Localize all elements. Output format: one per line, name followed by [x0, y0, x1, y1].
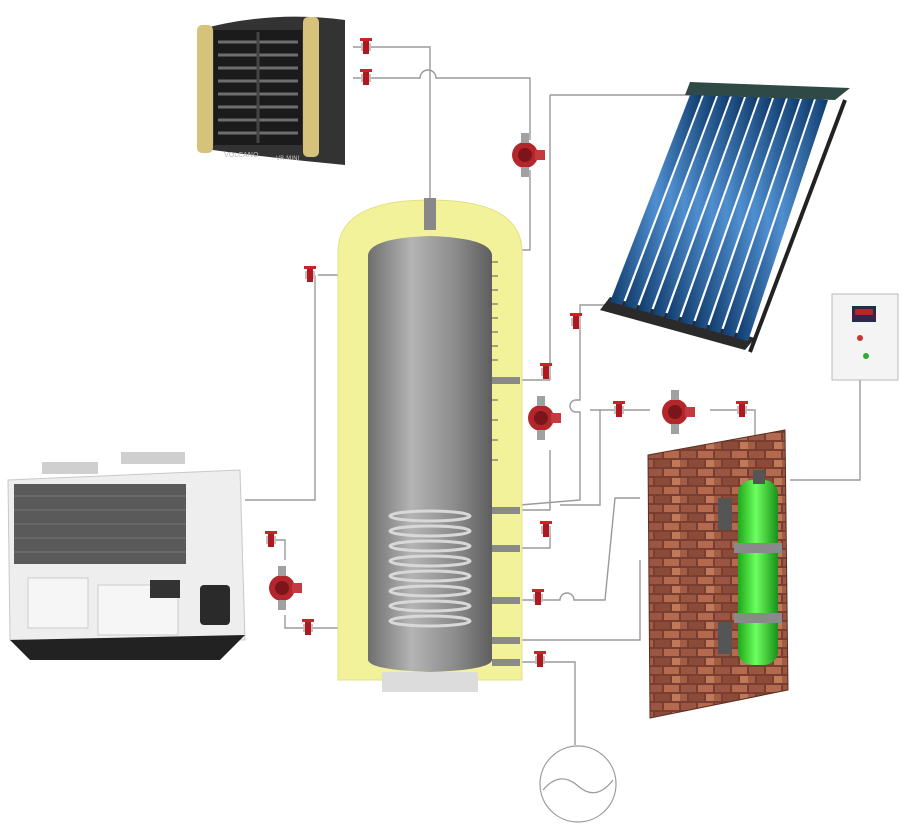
electric-boiler — [718, 470, 782, 665]
pump-solar-circuit — [528, 396, 561, 440]
tank-connections — [492, 377, 520, 666]
pipe-network — [245, 46, 861, 745]
fan-heater-brand: VOLCANO — [224, 151, 259, 159]
pump-boiler-circuit — [662, 390, 695, 434]
valve-heater-return — [360, 69, 372, 85]
heat-pump — [7, 452, 246, 660]
valve-boiler-right — [736, 401, 748, 417]
fan-heater-model: VR MINI — [276, 155, 300, 162]
storage-tank — [337, 198, 523, 692]
tank-heat-exchanger-coil — [388, 509, 472, 628]
valve-tank-coil — [532, 589, 544, 605]
tank-coil-upper — [490, 261, 498, 461]
controller — [831, 293, 899, 381]
valve-boiler-left — [613, 401, 625, 417]
pump-heater-circuit — [512, 133, 545, 177]
cold-water-supply — [539, 745, 617, 823]
valve-heatpump-top — [304, 266, 316, 282]
solar-collector — [600, 82, 850, 353]
valve-heatpump-upper — [265, 531, 277, 547]
fan-heater: VOLCANO VR MINI — [197, 16, 345, 165]
valve-heatpump-lower — [302, 619, 314, 635]
valve-heater-supply — [360, 38, 372, 54]
fan-heater-louvers — [218, 32, 298, 143]
solar-tubes — [610, 95, 828, 341]
valve-cold-inlet — [534, 651, 546, 667]
pump-heatpump-circuit — [269, 566, 302, 610]
